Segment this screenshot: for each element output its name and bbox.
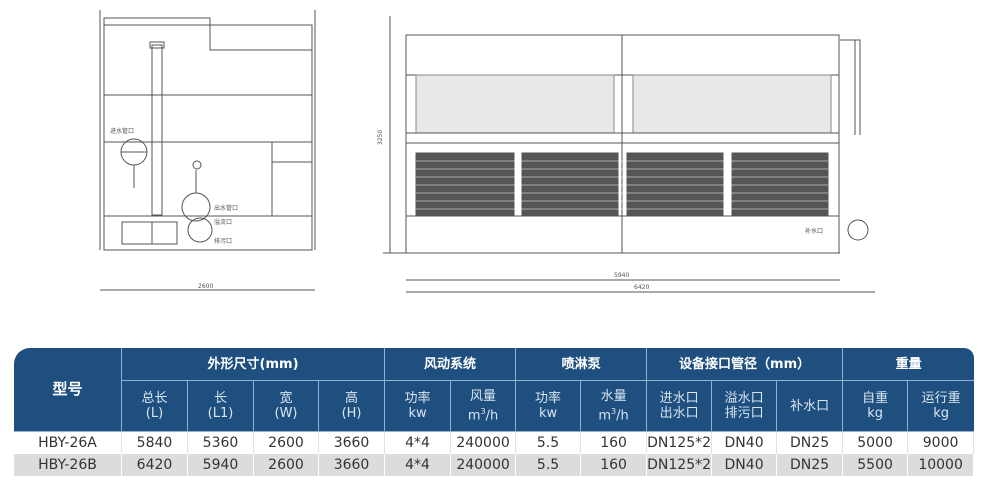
header-makeup: 补水口 bbox=[777, 381, 844, 432]
cell-width: 2600 bbox=[254, 432, 319, 454]
front-grid-pattern bbox=[416, 160, 828, 210]
cell-inlet-outlet: DN125*2 bbox=[647, 432, 713, 454]
cell-operating-weight: 10000 bbox=[908, 454, 975, 476]
front-view-drawing bbox=[383, 16, 875, 293]
header-dimensions: 外形尺寸(mm) bbox=[122, 348, 386, 381]
cell-air-volume: 240000 bbox=[451, 454, 517, 476]
cell-air-volume: 240000 bbox=[451, 432, 517, 454]
header-total-length: 总长(L) bbox=[122, 381, 188, 432]
technical-drawings: 进水管口 出水管口 溢流口 排污口 2600 3250 5940 6420 补水… bbox=[99, 10, 875, 293]
cell-height: 3660 bbox=[319, 454, 386, 476]
header-width: 宽(W) bbox=[254, 381, 319, 432]
header-model: 型号 bbox=[14, 348, 122, 432]
cell-overflow-drain: DN40 bbox=[712, 454, 778, 476]
header-weight: 重量 bbox=[843, 348, 975, 381]
side-label-outlet: 出水管口 bbox=[214, 204, 238, 212]
header-spray-pump: 喷淋泵 bbox=[516, 348, 648, 381]
cell-total-length: 6420 bbox=[122, 454, 188, 476]
cell-fan-power: 4*4 bbox=[385, 432, 452, 454]
cell-water-volume: 160 bbox=[581, 454, 648, 476]
side-label-inlet: 进水管口 bbox=[110, 127, 134, 135]
cell-makeup: DN25 bbox=[777, 454, 844, 476]
front-label-makeup: 补水口 bbox=[805, 227, 823, 235]
cell-length: 5360 bbox=[188, 432, 254, 454]
cell-inlet-outlet: DN125*2 bbox=[647, 454, 713, 476]
side-view-drawing bbox=[99, 10, 316, 291]
cell-water-volume: 160 bbox=[581, 432, 648, 454]
cell-model: HBY-26A bbox=[14, 432, 122, 454]
cell-pump-power: 5.5 bbox=[516, 454, 582, 476]
cell-self-weight: 5500 bbox=[843, 454, 909, 476]
cell-length: 5940 bbox=[188, 454, 254, 476]
spec-table: 型号 外形尺寸(mm) 风动系统 喷淋泵 设备接口管径（mm） 重量 总长(L)… bbox=[14, 348, 975, 476]
cell-height: 3660 bbox=[319, 432, 386, 454]
side-label-overflow: 溢流口 bbox=[214, 218, 232, 226]
header-overflow-drain: 溢水口排污口 bbox=[712, 381, 778, 432]
front-total-length-dimension: 6420 bbox=[634, 284, 649, 291]
header-fan-system: 风动系统 bbox=[385, 348, 517, 381]
header-height: 高(H) bbox=[319, 381, 386, 432]
side-label-drain: 排污口 bbox=[214, 237, 232, 245]
cell-self-weight: 5000 bbox=[843, 432, 909, 454]
cell-operating-weight: 9000 bbox=[908, 432, 975, 454]
header-pipe-sizes: 设备接口管径（mm） bbox=[647, 348, 844, 381]
header-length: 长(L1) bbox=[188, 381, 254, 432]
cell-makeup: DN25 bbox=[777, 432, 844, 454]
header-inlet-outlet: 进水口出水口 bbox=[647, 381, 713, 432]
cell-pump-power: 5.5 bbox=[516, 432, 582, 454]
front-height-dimension: 3250 bbox=[377, 130, 384, 145]
cell-overflow-drain: DN40 bbox=[712, 432, 778, 454]
cell-fan-power: 4*4 bbox=[385, 454, 452, 476]
cell-width: 2600 bbox=[254, 454, 319, 476]
side-width-dimension: 2600 bbox=[198, 283, 213, 290]
cell-model: HBY-26B bbox=[14, 454, 122, 476]
cell-total-length: 5840 bbox=[122, 432, 188, 454]
front-length-dimension: 5940 bbox=[614, 272, 629, 279]
